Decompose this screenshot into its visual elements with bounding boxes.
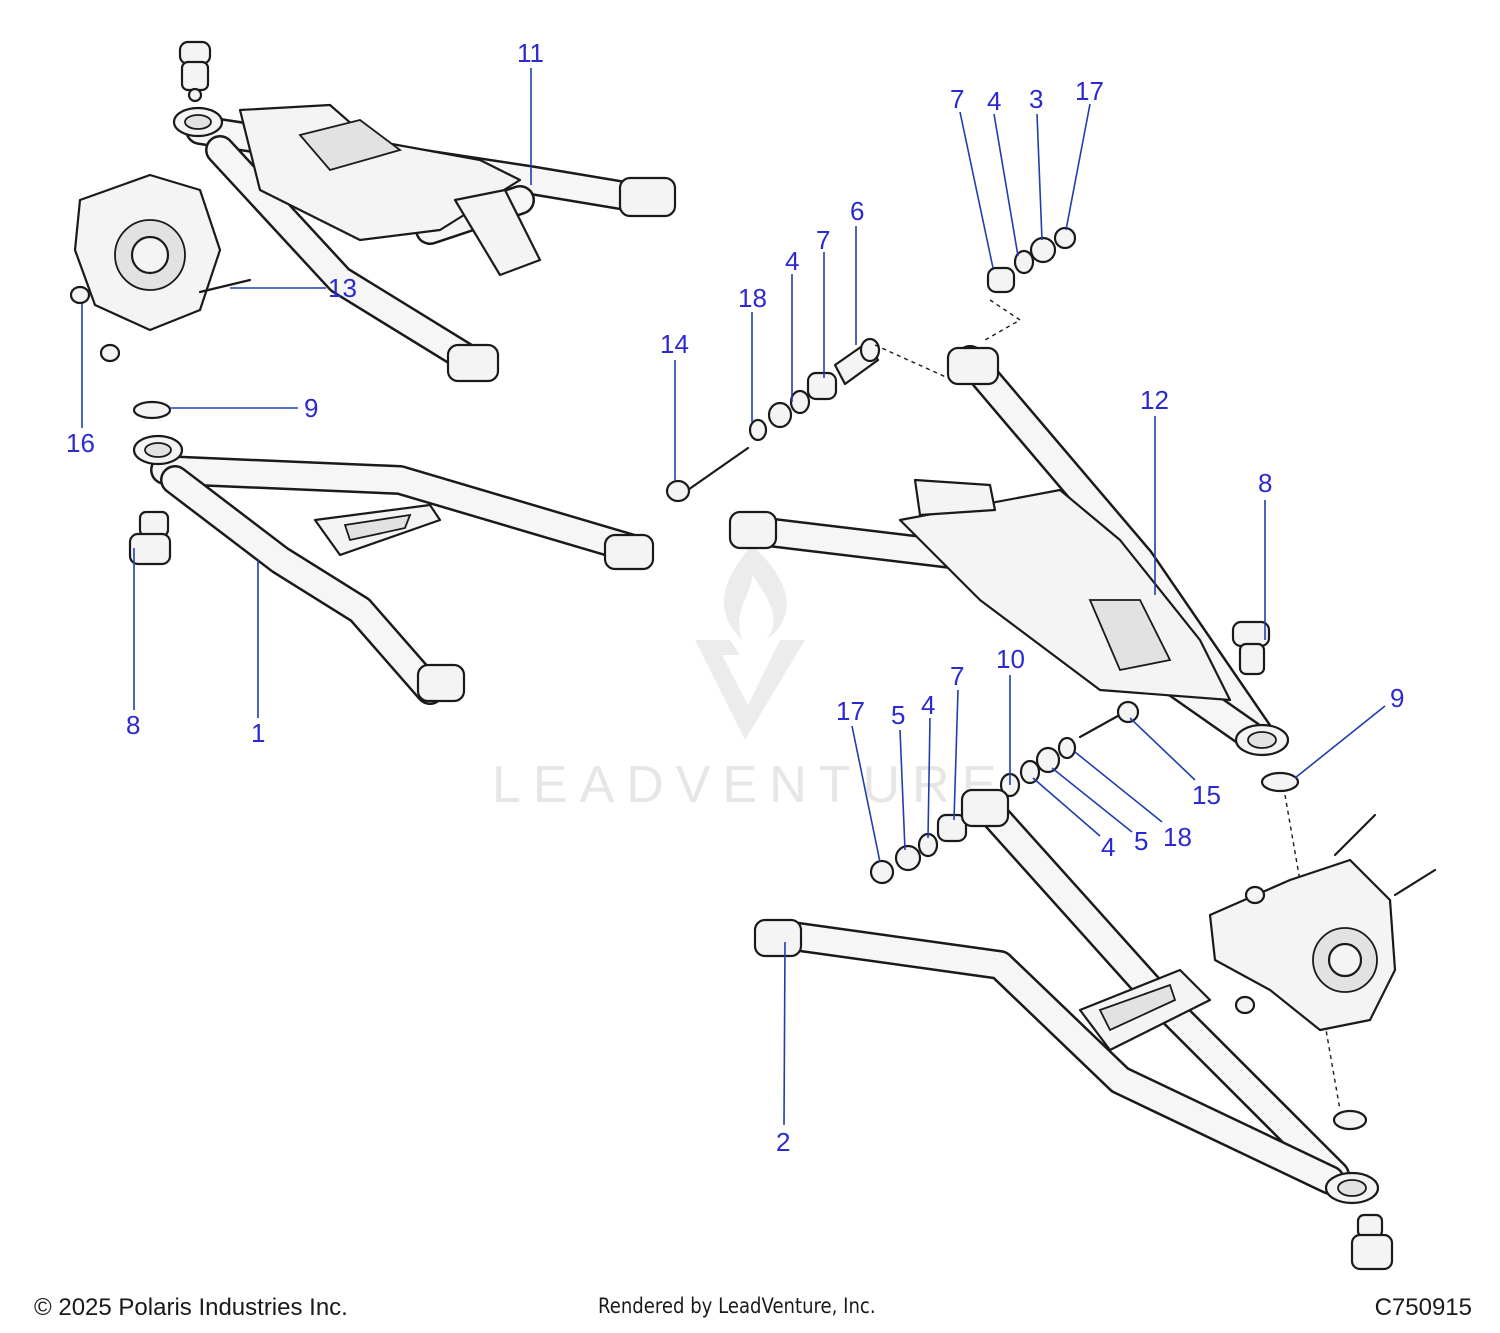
part-12-upper-control-arm[interactable] — [728, 345, 1290, 757]
callout-9: 9 — [304, 393, 318, 423]
hardware-bolt-14[interactable] — [665, 446, 750, 503]
callout-8: 8 — [126, 710, 140, 740]
watermark-v-icon — [695, 640, 805, 740]
callout-labels: 11 13 16 9 8 1 14 18 4 7 6 7 4 3 17 12 8… — [66, 38, 1404, 1157]
watermark-flame-icon — [723, 545, 787, 640]
hardware-sleeve-6[interactable] — [833, 337, 881, 386]
callout-4-lower: 4 — [921, 690, 935, 720]
part-2-lower-control-arm[interactable] — [753, 788, 1380, 1205]
callout-13: 13 — [328, 273, 357, 303]
callout-7: 7 — [816, 225, 830, 255]
watermark: LEADVENTURE — [492, 545, 1008, 814]
callout-18: 18 — [738, 283, 767, 313]
callout-4: 4 — [785, 246, 799, 276]
callout-15: 15 — [1192, 780, 1221, 810]
retaining-ring-right[interactable] — [1260, 771, 1368, 1131]
callout-4-right: 4 — [1101, 832, 1115, 862]
hardware-stack-lower[interactable] — [869, 813, 968, 885]
callout-10: 10 — [996, 644, 1025, 674]
callout-4-top: 4 — [987, 86, 1001, 116]
callout-14: 14 — [660, 329, 689, 359]
diagram-code: C750915 — [1374, 1294, 1472, 1321]
ball-joint-right-upper[interactable] — [1231, 620, 1271, 676]
retaining-ring-left[interactable] — [132, 400, 172, 420]
leader-lines — [81, 68, 1386, 1126]
watermark-text: LEADVENTURE — [492, 756, 1008, 814]
callout-17-top: 17 — [1075, 76, 1104, 106]
spindle-hub-left[interactable] — [69, 173, 252, 363]
ball-joint-right-lower[interactable] — [1350, 1213, 1394, 1271]
hardware-washers-18-4-7[interactable] — [748, 371, 838, 442]
callout-7-top: 7 — [950, 84, 964, 114]
callout-5-right: 5 — [1134, 826, 1148, 856]
callout-5-lower: 5 — [891, 700, 905, 730]
hardware-stack-top[interactable] — [986, 226, 1077, 294]
callout-7-lower: 7 — [950, 661, 964, 691]
rendered-by-credit: Rendered by LeadVenture, Inc. — [598, 1294, 876, 1318]
part-11-upper-control-arm[interactable] — [172, 103, 677, 383]
callout-17-lower: 17 — [836, 696, 865, 726]
callout-11: 11 — [517, 38, 544, 68]
callout-8-right: 8 — [1258, 468, 1272, 498]
callout-6: 6 — [850, 196, 864, 226]
ball-joint-top-left[interactable] — [178, 40, 212, 103]
spindle-hub-right[interactable] — [1208, 813, 1437, 1032]
callout-3: 3 — [1029, 84, 1043, 114]
part-1-lower-control-arm[interactable] — [132, 434, 655, 705]
callout-18-right: 18 — [1163, 822, 1192, 852]
callout-2: 2 — [776, 1127, 790, 1157]
ball-joint-left[interactable] — [128, 510, 172, 566]
callout-9-right: 9 — [1390, 683, 1404, 713]
copyright-notice: © 2025 Polaris Industries Inc. — [34, 1294, 348, 1321]
hardware-stack-right[interactable] — [999, 736, 1077, 798]
hardware-bolt-15[interactable] — [1078, 700, 1140, 739]
callout-16: 16 — [66, 428, 95, 458]
callout-12: 12 — [1140, 385, 1169, 415]
callout-1: 1 — [251, 718, 265, 748]
